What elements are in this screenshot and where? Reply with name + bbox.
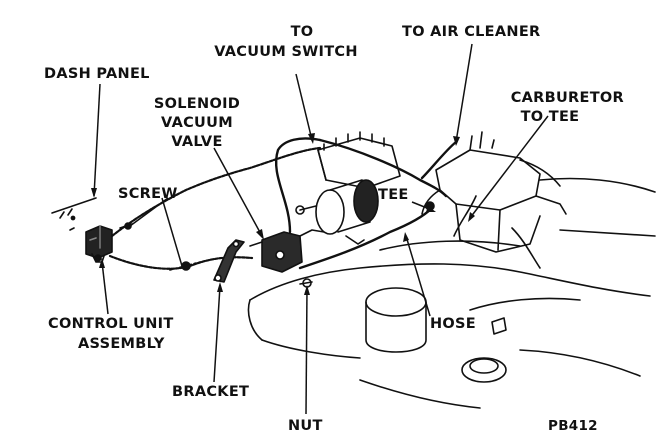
solenoid-valve-drawing — [249, 229, 325, 273]
leader-lines — [91, 43, 549, 415]
solenoid-label-line3: VALVE — [171, 134, 223, 150]
filler-cap-drawing — [461, 357, 507, 383]
distributor-drawing — [317, 131, 401, 189]
figure-code-label: PB412 — [548, 418, 598, 434]
carburetor-label-line2: TO TEE — [520, 109, 580, 125]
leader-screw-a — [161, 197, 183, 267]
to-vacuum-switch-label-line1: TO — [290, 24, 314, 40]
engine-outline-drawing — [247, 177, 656, 409]
leader-dash-panel — [93, 83, 101, 197]
tee-label: TEE — [378, 187, 409, 203]
coil-canister-drawing — [295, 179, 379, 245]
leader-bracket — [213, 285, 221, 383]
carburetor-label-line1: CARBURETOR — [510, 90, 624, 106]
oil-filter-drawing — [365, 287, 427, 353]
bracket-label: BRACKET — [172, 384, 250, 400]
control-unit-label-line2: ASSEMBLY — [78, 336, 165, 352]
screw-label: SCREW — [118, 186, 178, 202]
carburetor-drawing — [421, 131, 567, 269]
bracket-drawing — [213, 239, 245, 283]
leader-carburetor-tee — [469, 115, 549, 219]
leader-hose — [405, 235, 431, 317]
to-air-cleaner-label: TO AIR CLEANER — [402, 24, 541, 40]
leader-to-air-cleaner — [455, 43, 473, 143]
leader-to-vacuum-switch — [295, 73, 313, 141]
leader-screw-b — [129, 197, 169, 227]
leader-solenoid — [213, 147, 263, 237]
nut-label: NUT — [288, 418, 323, 434]
hose-label: HOSE — [430, 316, 477, 332]
leader-control-unit — [101, 261, 109, 315]
dash-panel-label: DASH PANEL — [44, 66, 150, 82]
control-unit-label-line1: CONTROL UNIT — [48, 316, 174, 332]
leader-nut — [305, 287, 308, 415]
control-unit-drawing — [85, 225, 113, 263]
solenoid-label-line1: SOLENOID — [153, 96, 241, 112]
fitting-drawing — [491, 317, 507, 335]
to-vacuum-switch-label-line2: VACUUM SWITCH — [214, 44, 358, 60]
solenoid-label-line2: VACUUM — [161, 115, 233, 131]
dash-panel-drawing — [51, 197, 97, 231]
